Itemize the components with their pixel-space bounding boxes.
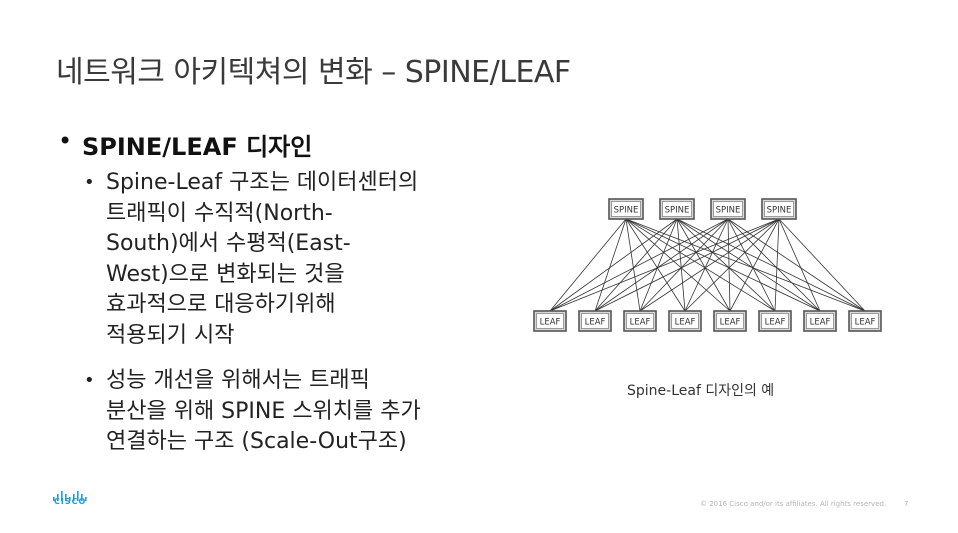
spine-node-label: SPINE — [665, 205, 690, 215]
bullet-dot: • — [84, 370, 95, 391]
heading-text: SPINE/LEAF 디자인 — [82, 133, 313, 161]
spine-leaf-link — [549, 218, 627, 312]
spine-node-label: SPINE — [767, 205, 792, 215]
spine-node: SPINE — [761, 198, 797, 220]
spine-node: SPINE — [608, 198, 644, 220]
bullet-line: South)에서 수평적(East- — [106, 231, 351, 256]
spine-leaf-link — [639, 218, 678, 312]
bullet-line: West)으로 변화되는 것을 — [106, 261, 345, 287]
page-number: 7 — [904, 500, 909, 508]
bullet-line: 분산을 위해 SPINE 스위치를 추가 — [106, 398, 421, 424]
spine-leaf-link — [727, 218, 866, 312]
spine-node: SPINE — [710, 198, 746, 220]
spine-leaf-link — [549, 218, 729, 312]
spine-leaf-link — [639, 218, 729, 312]
spine-leaf-link — [594, 218, 678, 312]
spine-leaf-link — [625, 218, 641, 312]
spine-leaf-link — [594, 218, 729, 312]
leaf-node-label: LEAF — [765, 317, 786, 327]
diagram-nodes: SPINE SPINE SPINE SPINE LEAF LEAF LEAF LEAF LEAF… — [533, 198, 882, 332]
bullet-line: 연결하는 구조 (Scale-Out구조) — [106, 429, 407, 454]
cisco-logo-text: CISCO — [54, 497, 87, 506]
leaf-node: LEAF — [578, 310, 612, 332]
spine-leaf-link — [639, 218, 780, 312]
leaf-node-label: LEAF — [585, 317, 606, 327]
leaf-node: LEAF — [533, 310, 567, 332]
leaf-node: LEAF — [803, 310, 837, 332]
spine-leaf-link — [594, 218, 627, 312]
spine-leaf-link — [727, 218, 821, 312]
bullet-line: 적용되기 시작 — [106, 322, 235, 348]
bullet-dot: • — [84, 172, 95, 193]
spine-leaf-link — [625, 218, 866, 312]
leaf-node: LEAF — [623, 310, 657, 332]
spine-leaf-link — [625, 218, 731, 312]
spine-leaf-link — [684, 218, 780, 312]
spine-leaf-link — [676, 218, 731, 312]
leaf-node: LEAF — [668, 310, 702, 332]
spine-leaf-link — [594, 218, 780, 312]
copyright-notice: © 2016 Cisco and/or its affiliates. All … — [700, 500, 887, 508]
bullet-line: Spine-Leaf 구조는 데이터센터의 — [106, 170, 419, 195]
spine-leaf-link — [625, 218, 776, 312]
cisco-logo-icon — [53, 491, 87, 501]
diagram-links — [549, 218, 866, 312]
slide-title: 네트워크 아키텍쳐의 변화 – SPINE/LEAF — [56, 55, 571, 90]
leaf-node-label: LEAF — [675, 317, 696, 327]
bullet-line: 성능 개선을 위해서는 트래픽 — [106, 368, 370, 393]
diagram-caption: Spine-Leaf 디자인의 예 — [627, 383, 775, 399]
spine-node-label: SPINE — [716, 205, 741, 215]
spine-leaf-link — [684, 218, 729, 312]
leaf-node: LEAF — [713, 310, 747, 332]
leaf-node-label: LEAF — [810, 317, 831, 327]
sub-bullet-1: • Spine-Leaf 구조는 데이터센터의 트래픽이 수직적(North- … — [84, 168, 504, 351]
leaf-node: LEAF — [758, 310, 792, 332]
spine-leaf-link — [778, 218, 821, 312]
spine-leaf-link — [549, 218, 780, 312]
spine-leaf-link — [729, 218, 780, 312]
spine-node: SPINE — [659, 198, 695, 220]
leaf-node-label: LEAF — [630, 317, 651, 327]
leaf-node-label: LEAF — [720, 317, 741, 327]
spine-leaf-diagram: SPINE SPINE SPINE SPINE LEAF LEAF LEAF LEAF LEAF… — [533, 198, 882, 332]
spine-leaf-link — [727, 218, 731, 312]
bullet-dot: • — [58, 127, 73, 155]
spine-leaf-link — [727, 218, 776, 312]
sub-bullet-2: • 성능 개선을 위해서는 트래픽 분산을 위해 SPINE 스위치를 추가 연… — [84, 366, 504, 458]
spine-leaf-link — [549, 218, 678, 312]
spine-leaf-link — [625, 218, 686, 312]
spine-leaf-link — [676, 218, 821, 312]
leaf-node-label: LEAF — [855, 317, 876, 327]
bullet-line: 트래픽이 수직적(North- — [106, 200, 333, 226]
leaf-node-label: LEAF — [540, 317, 561, 327]
spine-leaf-link — [774, 218, 780, 312]
spine-node-label: SPINE — [614, 205, 639, 215]
spine-leaf-link — [676, 218, 776, 312]
bullet-line: 효과적으로 대응하기위해 — [106, 292, 336, 317]
leaf-node: LEAF — [848, 310, 882, 332]
spine-leaf-link — [625, 218, 821, 312]
spine-leaf-link — [778, 218, 866, 312]
spine-leaf-link — [676, 218, 686, 312]
spine-leaf-link — [676, 218, 866, 312]
